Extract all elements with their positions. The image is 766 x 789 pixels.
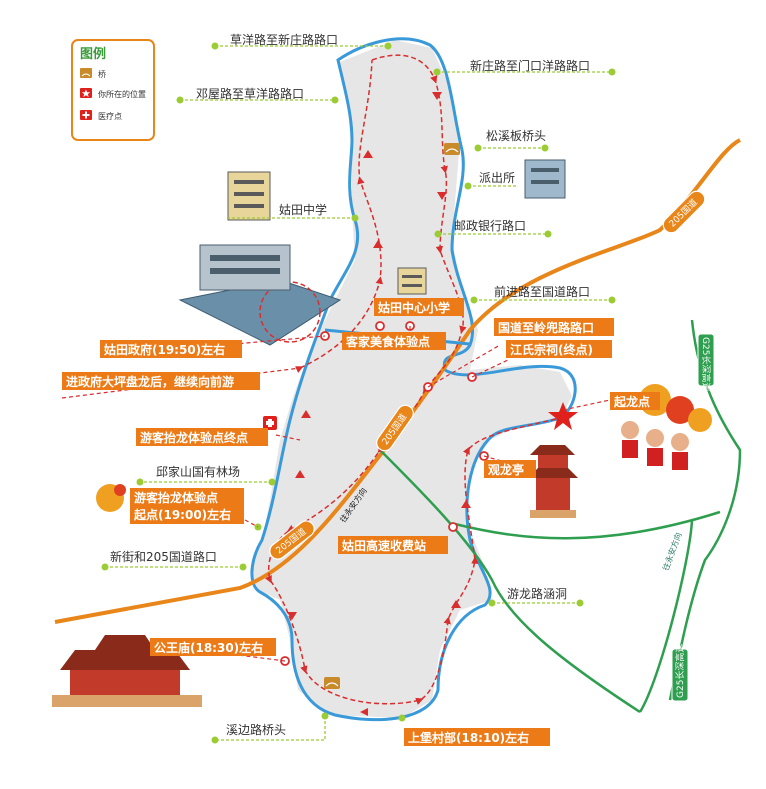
tag-govt: 姑田政府(19:50)左右	[100, 340, 242, 358]
direction-yongan-expressway: 往永安方向	[660, 531, 683, 572]
tag-shangbao: 上堡村部(18:10)左右	[404, 728, 550, 746]
tag-end-point-text: 游客抬龙体验点终点	[140, 430, 248, 445]
tag-kejia-food-text: 客家美食体验点	[345, 334, 430, 349]
tag-guodao-linglu-text: 国道至岭兜路路口	[498, 320, 594, 335]
tag-start-point: 游客抬龙体验点 起点(19:00)左右	[130, 488, 244, 524]
label-youlong-culvert: 游龙路涵洞	[507, 586, 567, 601]
label-xibian: 溪边路桥头	[226, 722, 286, 737]
tag-jiangshi: 江氏宗祠(终点)	[506, 340, 612, 358]
tag-start-point-line2: 起点(19:00)左右	[133, 507, 231, 522]
tag-gongwang: 公王庙(18:30)左右	[150, 638, 276, 656]
expressway-badge-top: G25长深高速	[697, 333, 715, 391]
tag-central-school-text: 姑田中心小学	[378, 300, 450, 315]
expressway-badge-bottom-text: G25长深高速	[674, 644, 686, 698]
tag-qilong-text: 起龙点	[613, 394, 650, 409]
label-xinjie: 新街和205国道路口	[110, 549, 217, 564]
tag-gongwang-text: 公王庙(18:30)左右	[154, 640, 263, 655]
tag-guodao-linglu: 国道至岭兜路路口	[494, 318, 614, 336]
guanlong-pavilion-icon	[528, 445, 578, 518]
label-youzheng: 邮政银行路口	[454, 218, 526, 233]
label-xinzhuang: 新庄路至门口洋路路口	[470, 58, 590, 73]
road-badge-205-top: 205国道	[662, 190, 706, 234]
label-caoyang: 草洋路至新庄路路口	[230, 32, 338, 47]
legend-title: 图例	[80, 46, 106, 62]
tag-govt-note: 进政府大坪盘龙后，继续向前游	[62, 372, 260, 390]
label-dengwu: 邓屋路至草洋路路口	[196, 86, 304, 101]
tag-start-point-line1: 游客抬龙体验点	[134, 490, 218, 505]
legend-bridge-icon	[80, 68, 92, 78]
legend-star-icon	[80, 88, 92, 98]
expressway-badge-top-text: G25长深高速	[700, 337, 712, 391]
medical-point-icon	[263, 416, 277, 430]
tag-jiangshi-text: 江氏宗祠(终点)	[510, 342, 593, 357]
government-plaza	[178, 244, 342, 346]
parade-route	[269, 54, 560, 704]
label-paichusuo: 派出所	[479, 171, 515, 185]
label-songxi: 松溪板桥头	[486, 129, 546, 143]
bridge-icon	[444, 143, 460, 155]
tag-govt-note-text: 进政府大坪盘龙后，继续向前游	[66, 374, 234, 389]
tag-toll-station-text: 姑田高速收费站	[342, 538, 426, 553]
legend-bridge-label: 桥	[98, 69, 106, 79]
expressway-link-c	[638, 519, 694, 713]
tag-shangbao-text: 上堡村部(18:10)左右	[408, 730, 529, 745]
legend-medical-label: 医疗点	[98, 111, 122, 121]
bridge-icon	[324, 677, 340, 689]
route-arrows	[287, 92, 471, 716]
central-school-building-icon	[397, 267, 427, 295]
label-qiujia: 邱家山国有林场	[156, 464, 240, 479]
tag-central-school: 姑田中心小学	[374, 298, 464, 316]
tag-kejia-food: 客家美食体验点	[342, 332, 446, 350]
leader-lines	[105, 45, 612, 741]
expressway-badge-bottom: G25长深高速	[671, 644, 689, 702]
school-building-icon	[227, 171, 271, 221]
tag-end-point: 游客抬龙体验点终点	[136, 428, 268, 446]
tag-guanlong: 观龙亭	[484, 460, 536, 478]
current-location-star-icon	[548, 402, 578, 430]
legend-star-label: 你所在的位置	[98, 89, 146, 99]
label-qianjin: 前进路至国道路口	[494, 284, 590, 299]
tag-govt-text: 姑田政府(19:50)左右	[104, 342, 225, 357]
expressway-g25	[668, 319, 742, 701]
tag-qilong: 起龙点	[610, 392, 660, 410]
police-station-icon	[524, 159, 566, 199]
tag-guanlong-text: 观龙亭	[488, 462, 524, 477]
tag-toll-station: 姑田高速收费站	[338, 536, 448, 554]
leader-dots	[101, 42, 616, 744]
label-gutian-school: 姑田中学	[279, 202, 327, 217]
dragon-head-icon	[96, 484, 126, 512]
legend: 图例 桥 你所在的位置 医疗点	[71, 39, 155, 141]
legend-medical-icon	[80, 110, 92, 120]
